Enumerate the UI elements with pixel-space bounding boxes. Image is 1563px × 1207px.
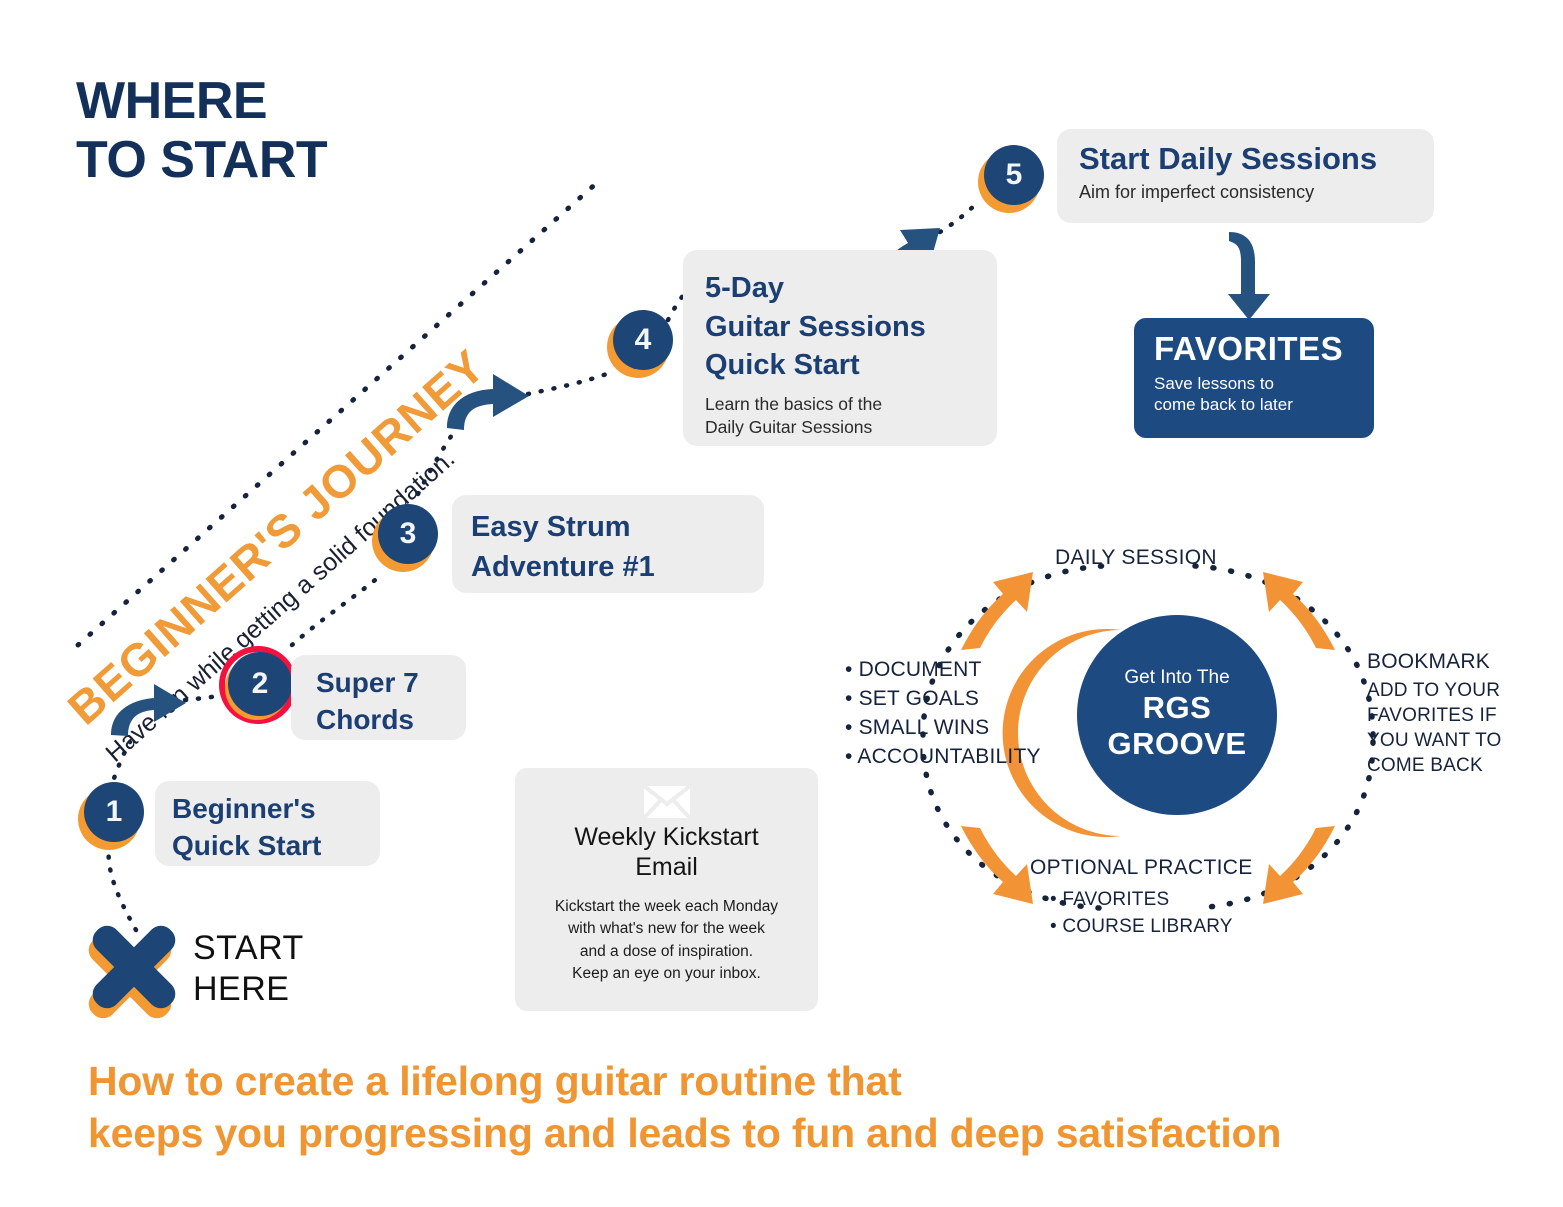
step-card-title-line-2: Guitar Sessions xyxy=(705,310,926,343)
tagline-line-1: How to create a lifelong guitar routine … xyxy=(88,1058,902,1104)
favorites-subtext: Save lessons to come back to later xyxy=(1154,373,1374,416)
email-card-body-line-2: with what's new for the week xyxy=(568,920,765,938)
step-card-sub-line-2: Daily Guitar Sessions xyxy=(705,417,873,438)
step-badge-1[interactable]: 1 xyxy=(78,782,144,850)
x-mark-icon xyxy=(88,925,176,1019)
connector-step2-to-step3 xyxy=(289,573,383,648)
groove-core-circle: Get Into The RGS GROOVE xyxy=(1077,615,1277,815)
groove-cycle-graphics xyxy=(920,563,1376,911)
step-badge-number: 1 xyxy=(84,782,144,842)
tagline-line-2: keeps you progressing and leads to fun a… xyxy=(88,1110,1282,1157)
connector-arrow3-to-step5 xyxy=(937,197,983,235)
step-badge-number: 3 xyxy=(378,504,438,564)
email-card-body-line-3: and a dose of inspiration. xyxy=(579,942,754,960)
step-badge-number: 5 xyxy=(984,145,1044,205)
email-card-body-line-1: Kickstart the week each Monday xyxy=(554,898,779,915)
tagline: How to create a lifelong guitar routine … xyxy=(88,1055,1281,1160)
step-badge-number: 2 xyxy=(228,652,292,716)
rgs-groove-cycle: Get Into The RGS GROOVE DAILY SESSION OP… xyxy=(845,530,1501,950)
page-title-line-1: WHERE xyxy=(76,72,268,130)
step-card-title-line-2: Adventure #1 xyxy=(471,551,655,584)
groove-arrow-top-left xyxy=(961,572,1033,650)
favorites-title: FAVORITES xyxy=(1154,330,1344,367)
step-card-title-line-2: Quick Start xyxy=(172,830,322,862)
step-badge-2[interactable]: 2 xyxy=(219,646,297,724)
connector-step3-to-arrow2 xyxy=(415,417,465,497)
email-card-title-line-1: Weekly Kickstart xyxy=(574,823,759,851)
groove-bookmark-line-1: ADD TO YOUR xyxy=(1367,679,1501,701)
groove-arrow-bottom-right xyxy=(1263,826,1335,904)
step-card-sub-line-1: Aim for imperfect consistency xyxy=(1079,181,1315,202)
envelope-icon xyxy=(642,784,691,820)
step-badge-4[interactable]: 4 xyxy=(607,310,673,378)
connector-step1-to-arrow1 xyxy=(107,739,133,793)
step-card-5-day-guitar-sessions[interactable]: 5-Day Guitar Sessions Quick Start Learn … xyxy=(683,250,997,446)
groove-arrow-bottom-left xyxy=(961,826,1033,904)
groove-label-daily-session: DAILY SESSION xyxy=(1055,546,1217,569)
groove-bottom-item-1: • FAVORITES xyxy=(1050,889,1170,910)
step-card-title-line-1: Super 7 xyxy=(316,667,419,698)
down-arrow-to-favorites xyxy=(1228,232,1270,320)
groove-left-item-4: • ACCOUNTABILITY xyxy=(845,744,1041,768)
groove-left-item-1: • DOCUMENT xyxy=(845,658,982,681)
step-card-start-daily-sessions[interactable]: Start Daily Sessions Aim for imperfect c… xyxy=(1057,129,1434,223)
email-card-body-line-4: Keep an eye on your inbox. xyxy=(572,965,761,983)
groove-bookmark-line-3: YOU WANT TO xyxy=(1367,729,1502,751)
step-card-title-line-2: Chords xyxy=(316,704,414,736)
email-card-title: Weekly Kickstart Email xyxy=(515,822,818,882)
email-card-title-line-2: Email xyxy=(635,853,698,881)
groove-left-item-2: • SET GOALS xyxy=(845,686,980,710)
groove-left-list: • DOCUMENT • SET GOALS • SMALL WINS • AC… xyxy=(845,656,1041,772)
connector-start-to-step1 xyxy=(106,837,139,933)
step-card-title-line-1: Easy Strum xyxy=(471,511,631,543)
step-card-super-7-chords[interactable]: Super 7 Chords xyxy=(291,655,466,740)
groove-left-item-3: • SMALL WINS xyxy=(845,715,990,739)
ribbon-arrow-1 xyxy=(111,684,186,736)
ribbon-arrow-2 xyxy=(447,374,529,430)
weekly-kickstart-email-card[interactable]: Weekly Kickstart Email Kickstart the wee… xyxy=(515,768,818,1011)
groove-core-big-line-1: RGS xyxy=(1142,690,1212,726)
groove-core-small: Get Into The xyxy=(1124,667,1230,689)
groove-bookmark-line-4: COME BACK xyxy=(1367,754,1483,776)
step-card-beginners-quick-start[interactable]: Beginner's Quick Start xyxy=(155,781,380,866)
step-card-title-line-3: Quick Start xyxy=(705,349,860,382)
groove-bottom-list: • FAVORITES • COURSE LIBRARY xyxy=(1050,887,1233,940)
start-here-line-2: HERE xyxy=(193,969,290,1008)
start-here-label: START HERE xyxy=(193,928,304,1010)
step-card-title-line-1: Start Daily Sessions xyxy=(1079,141,1378,176)
groove-bookmark-line-2: FAVORITES IF xyxy=(1367,704,1497,726)
favorites-sub-line-1: Save lessons to xyxy=(1154,373,1275,393)
step-card-title-line-1: Beginner's xyxy=(172,793,316,824)
email-card-body: Kickstart the week each Monday with what… xyxy=(515,896,818,986)
step-card-sub-line-1: Learn the basics of the xyxy=(705,393,883,414)
groove-bookmark-title: BOOKMARK xyxy=(1367,650,1490,673)
start-here-line-1: START xyxy=(193,929,304,967)
connector-arrow2-to-step4 xyxy=(525,369,615,397)
step-badge-number: 4 xyxy=(613,310,673,370)
step-badge-5[interactable]: 5 xyxy=(978,145,1044,213)
groove-bookmark-block: BOOKMARK ADD TO YOUR FAVORITES IF YOU WA… xyxy=(1367,648,1547,778)
groove-arrow-top-right xyxy=(1263,572,1335,650)
step-badge-3[interactable]: 3 xyxy=(372,504,438,572)
groove-label-optional-practice: OPTIONAL PRACTICE xyxy=(1030,856,1253,879)
favorites-box[interactable]: FAVORITES Save lessons to come back to l… xyxy=(1134,318,1374,438)
favorites-sub-line-2: come back to later xyxy=(1154,394,1293,414)
step-card-title-line-1: 5-Day xyxy=(705,272,784,304)
groove-core-big-line-2: GROOVE xyxy=(1107,726,1247,762)
step-card-easy-strum-adventure[interactable]: Easy Strum Adventure #1 xyxy=(452,495,764,593)
groove-bottom-item-2: • COURSE LIBRARY xyxy=(1050,915,1233,937)
